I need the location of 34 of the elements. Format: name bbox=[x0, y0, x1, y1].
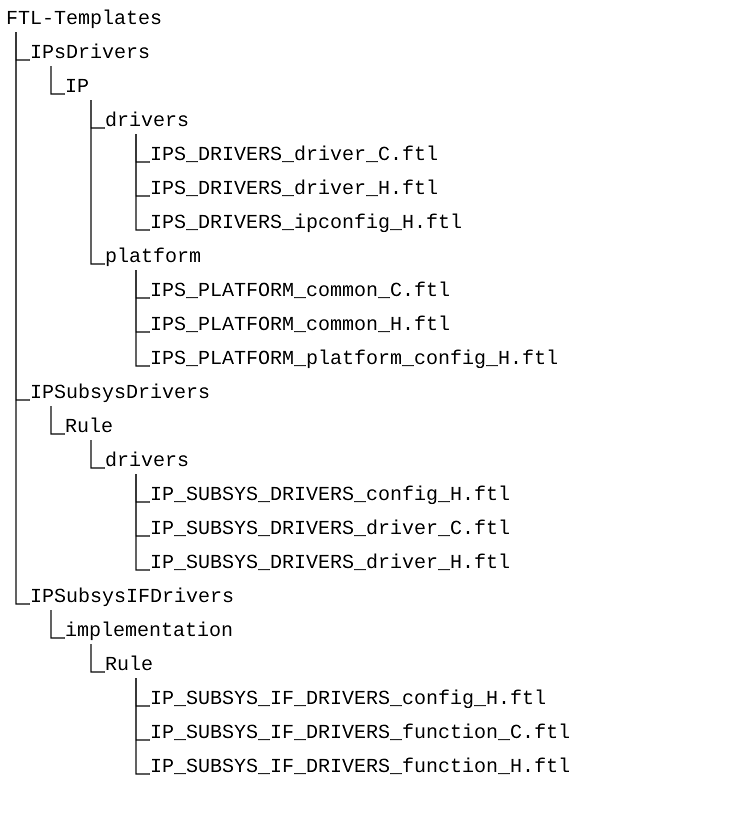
file-name: IPS_PLATFORM_platform_config_H.ftl bbox=[150, 348, 558, 372]
folder-name: drivers bbox=[105, 450, 190, 474]
folder-name: drivers bbox=[105, 110, 190, 134]
folder-name: IPSubsysDrivers bbox=[30, 382, 210, 406]
file-name: IPS_PLATFORM_common_C.ftl bbox=[150, 280, 450, 304]
tree-connector bbox=[135, 270, 150, 367]
tree-connector bbox=[50, 406, 65, 435]
folder-name: IPsDrivers bbox=[30, 42, 150, 66]
file-name: IPS_DRIVERS_ipconfig_H.ftl bbox=[150, 212, 462, 236]
file-name: IP_SUBSYS_IF_DRIVERS_function_C.ftl bbox=[150, 722, 570, 746]
file-name: IPS_PLATFORM_common_H.ftl bbox=[150, 314, 450, 338]
tree-connector bbox=[90, 100, 105, 265]
file-name: IP_SUBSYS_IF_DRIVERS_function_H.ftl bbox=[150, 756, 570, 780]
file-name: IP_SUBSYS_IF_DRIVERS_config_H.ftl bbox=[150, 688, 546, 712]
folder-name: IP bbox=[65, 76, 90, 100]
tree-connector bbox=[135, 678, 150, 775]
tree-connector bbox=[50, 66, 65, 95]
file-name: IP_SUBSYS_DRIVERS_driver_C.ftl bbox=[150, 518, 510, 542]
folder-name: Rule bbox=[65, 416, 114, 440]
tree-connector bbox=[90, 440, 105, 469]
file-name: IPS_DRIVERS_driver_C.ftl bbox=[150, 144, 438, 168]
folder-name: platform bbox=[105, 246, 202, 270]
folder-name: FTL-Templates bbox=[6, 8, 162, 32]
file-name: IP_SUBSYS_DRIVERS_config_H.ftl bbox=[150, 484, 510, 508]
folder-name: Rule bbox=[105, 654, 154, 678]
tree-connector bbox=[90, 644, 105, 673]
folder-name: implementation bbox=[65, 620, 234, 644]
file-name: IPS_DRIVERS_driver_H.ftl bbox=[150, 178, 438, 202]
folder-name: IPSubsysIFDrivers bbox=[30, 586, 234, 610]
tree-connector bbox=[135, 474, 150, 571]
tree-connector bbox=[15, 32, 30, 605]
tree-connector bbox=[135, 134, 150, 231]
tree-connector bbox=[50, 610, 65, 639]
file-name: IP_SUBSYS_DRIVERS_driver_H.ftl bbox=[150, 552, 510, 576]
